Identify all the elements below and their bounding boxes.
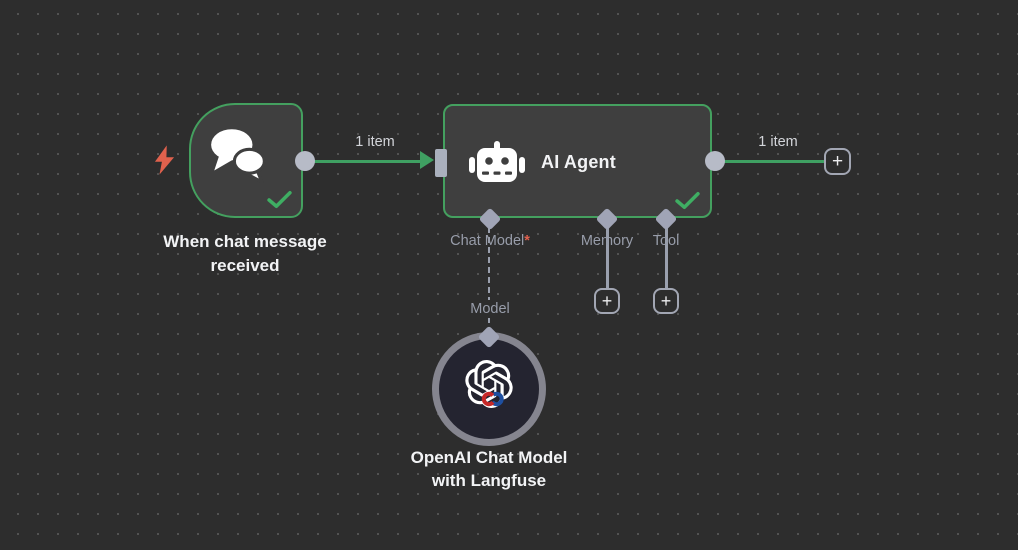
agent-output-port[interactable]: [705, 151, 725, 171]
langfuse-logo-icon: [481, 391, 504, 407]
node-ai-agent[interactable]: AI Agent: [443, 104, 712, 218]
connection-items-label: 1 item: [758, 134, 798, 150]
trigger-lightning-icon: [154, 145, 175, 175]
add-tool-button[interactable]: +: [653, 288, 679, 314]
model-connection-label: Model: [455, 300, 525, 318]
tool-connector-line: [665, 227, 668, 289]
memory-port-label: Memory: [580, 233, 634, 249]
success-check-icon: [267, 190, 292, 209]
chat-model-port-label: Chat Model*: [430, 233, 550, 249]
agent-node-title: AI Agent: [541, 152, 616, 172]
chat-bubbles-icon: [211, 129, 266, 183]
model-label-line2: with Langfuse: [431, 471, 547, 490]
model-node-label: OpenAI Chat Model with Langfuse: [379, 446, 599, 492]
trigger-node-label: When chat message received: [163, 232, 327, 275]
node-openai-chat-model[interactable]: [432, 332, 546, 446]
connection-arrowhead-icon: [420, 151, 434, 169]
trigger-output-port[interactable]: [295, 151, 315, 171]
required-asterisk: *: [524, 233, 530, 249]
port-label-text: Chat Model: [450, 233, 525, 249]
connection-agent-output[interactable]: [715, 160, 827, 163]
robot-icon: [469, 141, 525, 182]
success-check-icon: [675, 191, 700, 210]
model-label-line1: OpenAI Chat Model: [410, 448, 568, 467]
connection-trigger-to-agent[interactable]: [305, 160, 422, 163]
agent-input-port[interactable]: [435, 149, 447, 177]
node-when-chat-message-received[interactable]: [189, 103, 303, 218]
memory-connector-line: [606, 227, 609, 289]
add-node-button[interactable]: +: [824, 148, 851, 175]
tool-port-label: Tool: [652, 233, 680, 249]
chat-model-connection-line[interactable]: [488, 227, 490, 333]
add-memory-button[interactable]: +: [594, 288, 620, 314]
connection-items-label: 1 item: [355, 134, 395, 150]
